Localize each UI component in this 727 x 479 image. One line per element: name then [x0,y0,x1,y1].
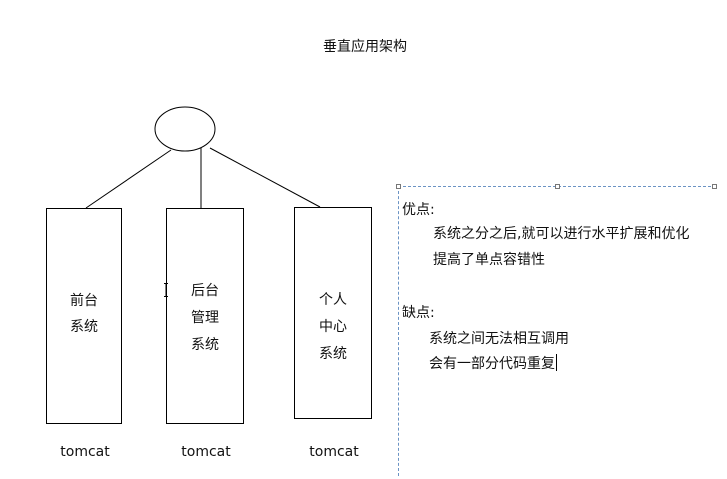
box-label-line: 个人 [319,292,347,308]
box-label-line: 管理 [191,310,219,326]
cons-item: 系统之间无法相互调用 [429,331,569,347]
box-label-line: 前台 [70,293,98,309]
cons-item-last: 会有一部分代码重复 [429,353,557,373]
box-label-line: 后台 [191,283,219,299]
server-label-admin: tomcat [181,444,231,460]
box-label-line: 系统 [319,346,347,362]
cons-item-text: 会有一部分代码重复 [429,356,555,372]
box-label-line: 系统 [70,319,98,335]
system-box-frontend[interactable]: 前台 系统 [46,208,122,424]
text-insertion-caret [556,354,557,371]
resize-handle-top-left[interactable] [396,184,401,189]
connector-line-right [209,147,321,208]
pros-heading: 优点: [402,202,435,218]
box-label-line: 系统 [191,337,219,353]
resize-handle-top-middle[interactable] [555,184,560,189]
pros-item: 系统之分之后,就可以进行水平扩展和优化 [433,226,690,242]
resize-handle-top-right[interactable] [712,184,717,189]
diagram-title: 垂直应用架构 [323,39,407,55]
box-label-line: 中心 [319,319,347,335]
server-label-user-center: tomcat [309,444,359,460]
system-box-user-center[interactable]: 个人 中心 系统 [294,207,372,419]
text-cursor-icon [164,283,168,297]
pros-item: 提高了单点容错性 [433,252,545,268]
notes-text-box[interactable]: 优点: 系统之分之后,就可以进行水平扩展和优化 提高了单点容错性 缺点: 系统之… [396,184,717,476]
connector-line-left [85,149,172,209]
cons-heading: 缺点: [402,305,435,321]
system-box-admin[interactable]: 后台 管理 系统 [166,208,244,424]
server-label-frontend: tomcat [60,444,110,460]
root-node-ellipse[interactable] [154,106,216,152]
